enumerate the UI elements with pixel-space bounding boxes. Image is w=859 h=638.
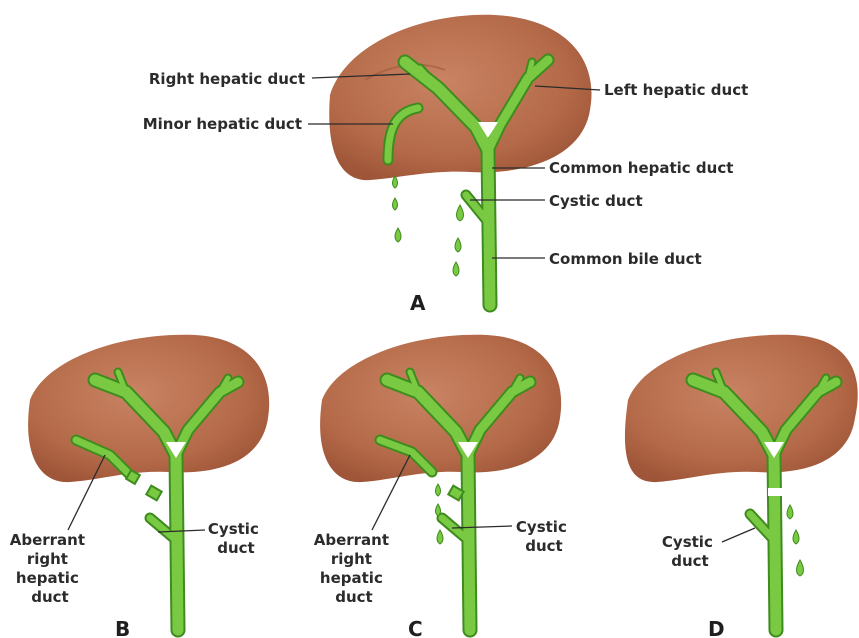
panel-letter-a: A <box>410 291 426 315</box>
panel-c: Aberrant right hepatic duct Cystic duct … <box>314 335 572 638</box>
leader-cystic-d <box>722 528 755 542</box>
label-left-hepatic-duct: Left hepatic duct <box>604 81 748 99</box>
panel-letter-b: B <box>115 617 130 638</box>
bile-drops-d <box>787 505 804 576</box>
panel-d: Cystic duct D <box>625 335 858 638</box>
label-common-hepatic-duct: Common hepatic duct <box>549 159 733 177</box>
panel-b: Aberrant right hepatic duct Cystic duct … <box>10 335 269 638</box>
label-cystic-c: Cystic duct <box>516 518 572 555</box>
label-right-hepatic-duct: Right hepatic duct <box>149 70 305 88</box>
panel-letter-c: C <box>408 617 423 638</box>
label-cystic-d: Cystic duct <box>662 533 718 570</box>
liver-a <box>329 15 591 180</box>
bile-drops-a <box>393 176 464 276</box>
panel-letter-d: D <box>708 617 725 638</box>
label-cystic-duct: Cystic duct <box>549 192 643 210</box>
label-aberrant-b: Aberrant right hepatic duct <box>10 531 91 606</box>
panel-a: Right hepatic duct Minor hepatic duct Le… <box>143 15 749 315</box>
label-minor-hepatic-duct: Minor hepatic duct <box>143 115 302 133</box>
label-common-bile-duct: Common bile duct <box>549 250 702 268</box>
label-cystic-b: Cystic duct <box>208 520 264 557</box>
label-aberrant-c: Aberrant right hepatic duct <box>314 531 395 606</box>
